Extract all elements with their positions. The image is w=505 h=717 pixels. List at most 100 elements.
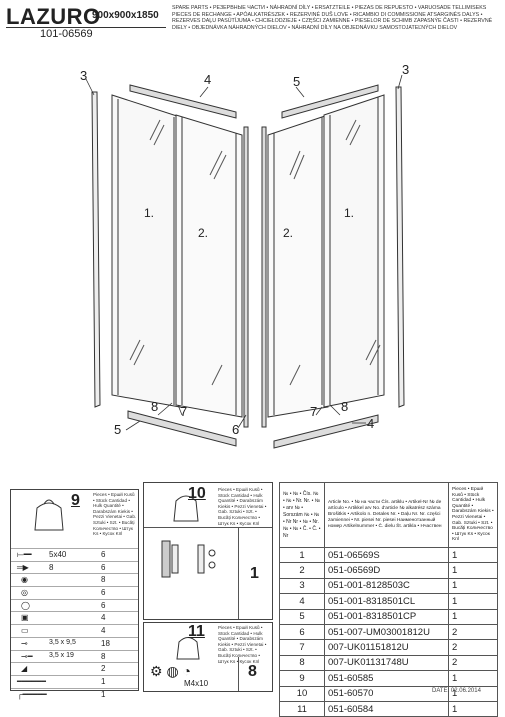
row-qty: 1 bbox=[448, 562, 498, 579]
label-7-right: 7 bbox=[310, 404, 318, 419]
label-4-bottom: 4 bbox=[367, 416, 375, 431]
label-5-top: 5 bbox=[293, 74, 301, 89]
row-qty: 1 bbox=[448, 608, 498, 625]
bag-icon bbox=[176, 637, 200, 660]
row-qty: 4 bbox=[101, 613, 106, 623]
row-qty: 8 bbox=[101, 575, 106, 585]
top-rail-left bbox=[129, 84, 237, 119]
kit-9-row: ▣ 4 bbox=[11, 611, 138, 624]
document-date: DATE: 02.06.2014 bbox=[432, 688, 481, 694]
row-no: 8 bbox=[279, 654, 325, 672]
key-icon: ┌━━━━━ bbox=[17, 689, 47, 699]
header-qty: Pieces • Ершй Kusů • Stück Cantidad • Hu… bbox=[448, 482, 498, 548]
row-no: 5 bbox=[279, 608, 325, 625]
row-article: 051-06569D bbox=[324, 562, 449, 579]
label-3-right: 3 bbox=[402, 62, 410, 77]
clip-icon: ▭ bbox=[21, 626, 29, 636]
row-qty: 2 bbox=[448, 623, 498, 641]
row-qty: 1 bbox=[448, 577, 498, 595]
kit-9-number: 9 bbox=[71, 492, 80, 509]
row-qty: 6 bbox=[101, 562, 106, 572]
row-article: 051-60584 bbox=[324, 700, 449, 717]
row-label: 8 bbox=[49, 562, 54, 572]
label-panel-2-right: 2. bbox=[283, 226, 294, 240]
kit-9-row: ▭ 4 bbox=[11, 624, 138, 637]
bag-icon bbox=[173, 495, 199, 522]
kit-11-qty: 8 bbox=[248, 663, 257, 680]
label-panel-1-right: 1. bbox=[344, 206, 355, 220]
row-qty: 6 bbox=[101, 588, 106, 598]
kit-11-number: 11 bbox=[188, 623, 205, 640]
row-qty: 8 bbox=[101, 651, 106, 661]
row-no: 9 bbox=[279, 670, 325, 687]
row-article: 051-06569S bbox=[324, 546, 449, 564]
row-article: 007-UK01151812U bbox=[324, 639, 449, 656]
row-qty: 4 bbox=[101, 626, 106, 636]
top-rail-right bbox=[281, 84, 379, 119]
kit-10-lang-labels: Pieces • Ершй Kusů • Stück Cantidad • Hu… bbox=[218, 487, 267, 526]
row-qty: 1 bbox=[448, 593, 498, 610]
ring-icon: ◯ bbox=[21, 600, 30, 610]
screw-icon: ⟝━ bbox=[17, 550, 32, 559]
row-qty: 6 bbox=[101, 550, 106, 559]
label-3-left: 3 bbox=[80, 68, 88, 83]
kit-9-row: ◯ 6 bbox=[11, 598, 138, 612]
row-qty: 1 bbox=[101, 689, 106, 699]
row-label: 5x40 bbox=[49, 550, 67, 559]
row-article: 051-001-8318501CP bbox=[324, 608, 449, 625]
kit-11-label: M4x10 bbox=[184, 679, 209, 688]
row-qty: 1 bbox=[448, 546, 498, 564]
row-label: 3,5 x 19 bbox=[49, 651, 74, 659]
row-no: 10 bbox=[279, 685, 325, 702]
header-article: Article No. • № на части Čís. artiklu • … bbox=[324, 482, 449, 548]
label-6: 6 bbox=[232, 422, 240, 437]
row-article: 051-001-8318501CL bbox=[324, 593, 449, 610]
label-panel-1-left: 1. bbox=[144, 206, 155, 220]
bag-icon bbox=[34, 499, 64, 531]
left-panel-1 bbox=[111, 94, 181, 408]
row-no: 3 bbox=[279, 577, 325, 595]
hinge-icon bbox=[161, 540, 216, 578]
row-label: 3,5 x 9,5 bbox=[49, 638, 76, 646]
row-qty: 2 bbox=[448, 639, 498, 656]
knob-icon: ⚙ ◍ ◔ bbox=[150, 663, 192, 679]
row-qty: 1 bbox=[448, 670, 498, 687]
kit-9-row: ┌━━━━━ 1 bbox=[11, 687, 138, 701]
hardware-kit-9: 9 Pieces • Ершй Kusů • Stück Cantidad • … bbox=[10, 489, 139, 699]
product-dimensions: 900x900x1850 bbox=[92, 10, 159, 21]
bracket-icon: ▣ bbox=[21, 613, 29, 623]
parts-list: № • № • Čís. № • № • Nr. Nr. • № • arv №… bbox=[279, 482, 498, 717]
label-5-bottom: 5 bbox=[114, 422, 122, 437]
row-qty: 1 bbox=[101, 676, 106, 686]
right-wall-profile bbox=[395, 86, 405, 408]
kit-9-row: ⊸ 3,5 x 9,5 18 bbox=[11, 636, 138, 650]
row-qty: 6 bbox=[101, 600, 106, 610]
spare-parts-heading: SPARE PARTS • РЕЗЕРВНЫЕ ЧАСТИ • NÁHRADNÍ… bbox=[172, 5, 493, 31]
parts-table: № • № • Čís. № • № • Nr. Nr. • № • arv №… bbox=[279, 482, 498, 717]
right-panel-1 bbox=[323, 94, 385, 408]
exploded-diagram bbox=[85, 74, 405, 449]
cap-icon: ◉ bbox=[21, 575, 28, 585]
label-4-top: 4 bbox=[204, 72, 212, 87]
row-article: 007-UK01131748U bbox=[324, 654, 449, 672]
label-7-left: 7 bbox=[180, 404, 188, 419]
kit-9-row: ═▶ 8 6 bbox=[11, 560, 138, 574]
washer-icon: ◎ bbox=[21, 588, 28, 598]
row-no: 11 bbox=[279, 700, 325, 717]
kit-9-lang-labels: Pieces • Ершй Kusů • Stück Cantidad • Hu… bbox=[93, 492, 137, 537]
parts-table-header: № • № • Čís. № • № • Nr. Nr. • № • arv №… bbox=[279, 482, 498, 548]
kit-9-row: ◎ 6 bbox=[11, 586, 138, 599]
product-code: 101-06569 bbox=[40, 28, 93, 40]
row-article: 051-60585 bbox=[324, 670, 449, 687]
left-panel-2 bbox=[175, 114, 243, 418]
screw-long-icon: ⊸━ bbox=[21, 651, 33, 661]
rod-icon: ━━━━━━ bbox=[17, 676, 46, 686]
label-panel-2-left: 2. bbox=[198, 226, 209, 240]
